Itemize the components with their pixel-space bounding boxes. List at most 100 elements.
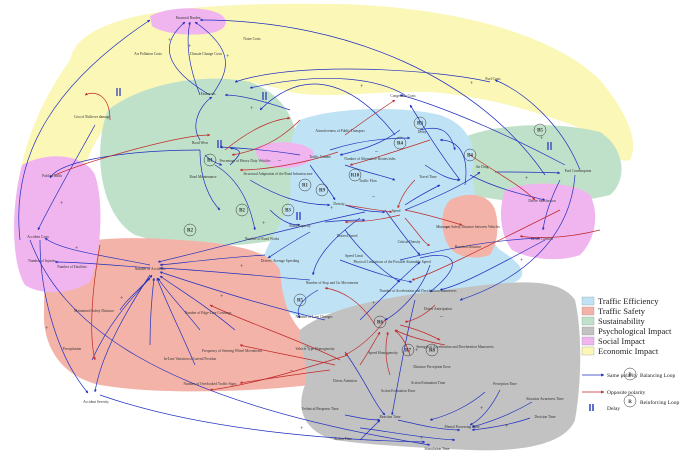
loop-circle (463, 148, 477, 162)
polarity-sign: + (168, 38, 172, 44)
node-number-accidents: Number of Accidents (135, 267, 166, 271)
loop-circle (393, 136, 407, 150)
link-blue (234, 68, 491, 83)
node-action-estimation-time: Action Estimation Time (411, 381, 446, 385)
link-red (324, 286, 376, 326)
legend-reinforcing-symbol: R (628, 400, 632, 405)
delay-markers (116, 88, 552, 220)
link-blue (18, 19, 151, 241)
region-safety-right (442, 194, 498, 258)
loop-label: B5 (537, 129, 543, 134)
link-blue (157, 277, 201, 331)
polarity-sign: + (360, 84, 364, 90)
link-blue (344, 204, 386, 214)
polarity-sign: – (439, 314, 444, 320)
link-red (239, 344, 336, 366)
legend-balancing-label: Balancing Loop (640, 373, 676, 379)
legend-categories: Traffic Efficiency Traffic Safety Sustai… (581, 296, 672, 356)
loop-label: B2 (239, 209, 245, 214)
node-reaction-distance: Reaction Distance (455, 245, 482, 249)
link-blue (91, 277, 151, 361)
link-red (344, 214, 401, 224)
loop-circle (281, 203, 295, 217)
legend-label-social: Social Impact (598, 336, 646, 346)
node-overtaking: Number of Edge-Line Crossings (185, 311, 232, 315)
polarity-sign: + (445, 226, 449, 232)
node-air-drag: Air Drag (476, 165, 489, 169)
node-fuel-costs: Fuel Costs (485, 77, 501, 81)
node-pct-heavy: Percentage of Heavy Duty Vehicles (219, 159, 271, 163)
polarity-sign: + (250, 106, 254, 112)
link-red (91, 244, 101, 361)
node-technical-response: Technical Response Time (302, 407, 339, 411)
polarity-sign: + (226, 54, 230, 60)
link-blue (384, 264, 431, 321)
node-public-health: Public Health (42, 174, 62, 178)
loop-circle (533, 123, 547, 137)
node-perception-time: Perception Time (493, 382, 517, 386)
node-decision-time: Decision Time (534, 415, 555, 419)
node-driver-comfort: Driver Comfort (531, 237, 553, 241)
loop-label: R6 (377, 321, 384, 326)
polarity-sign: + (505, 424, 509, 430)
node-emissions: Emissions (201, 92, 216, 96)
polarity-sign: + (415, 348, 419, 354)
link-red (404, 209, 463, 226)
link-blue (404, 184, 441, 206)
legend-reinforcing-label: Reinforcing Loop (640, 399, 680, 406)
loop-label: R7 (405, 349, 412, 354)
node-number-injuries: Number of Injuries (28, 259, 56, 263)
loop-label: R5 (297, 299, 304, 304)
link-blue (471, 417, 531, 432)
link-blue (469, 174, 546, 201)
link-red (344, 204, 393, 214)
link-blue (99, 394, 426, 444)
link-blue (404, 171, 481, 211)
causal-links (18, 18, 601, 446)
loop-label: B4 (467, 154, 473, 159)
link-red (344, 319, 386, 356)
node-precipitation: Precipitation (63, 347, 82, 351)
link-blue (359, 261, 421, 321)
loop-circle (425, 343, 439, 357)
link-blue (494, 171, 561, 175)
polarity-sign: + (300, 426, 304, 432)
link-blue (219, 145, 301, 156)
link-red (239, 151, 339, 172)
node-lane-changes: Number of Lane Changes (295, 315, 333, 319)
node-number-fatalities: Number of Fatalities (57, 265, 87, 269)
link-blue (44, 237, 151, 266)
node-driver-attention: Driver Attention (333, 379, 357, 383)
node-road-capacity: Road Capacity (289, 224, 310, 228)
polarity-sign: + (262, 221, 266, 227)
link-blue (269, 209, 301, 227)
loop-label: R3 (417, 122, 424, 127)
node-strength-accel: Strength of Acceleration and Deceleratio… (416, 345, 494, 349)
link-blue (159, 275, 236, 331)
link-blue (429, 391, 486, 421)
polarity-sign: + (75, 246, 79, 252)
legend-label-psych: Psychological Impact (598, 326, 672, 336)
link-red (349, 139, 431, 166)
regions (14, 3, 634, 451)
legend-swatch-safety (581, 306, 595, 316)
node-vehicle-homogeneity: Vehicle Type Homogeneity (295, 347, 334, 351)
node-attractiveness: Attractiveness of Public Transport (315, 129, 364, 133)
polarity-sign: + (120, 296, 124, 302)
node-driver-anticipation: Driver Anticipation (424, 307, 452, 311)
node-situation-awareness: Situation Awareness Time (526, 397, 564, 401)
legend-same-label: Same polarity (607, 373, 638, 379)
link-blue (259, 83, 396, 136)
link-blue (459, 174, 576, 301)
node-density: Density (333, 202, 344, 206)
loop-label: B1 (207, 159, 213, 164)
link-red (209, 304, 341, 361)
node-stop-go: Number of Stop and Go Movements (306, 281, 359, 285)
link-blue (399, 236, 541, 261)
link-blue (194, 21, 226, 96)
legend-label-sustainability: Sustainability (598, 316, 646, 326)
link-red (404, 217, 431, 247)
polarity-sign: + (220, 294, 224, 300)
polarity-sign: – (304, 344, 309, 350)
